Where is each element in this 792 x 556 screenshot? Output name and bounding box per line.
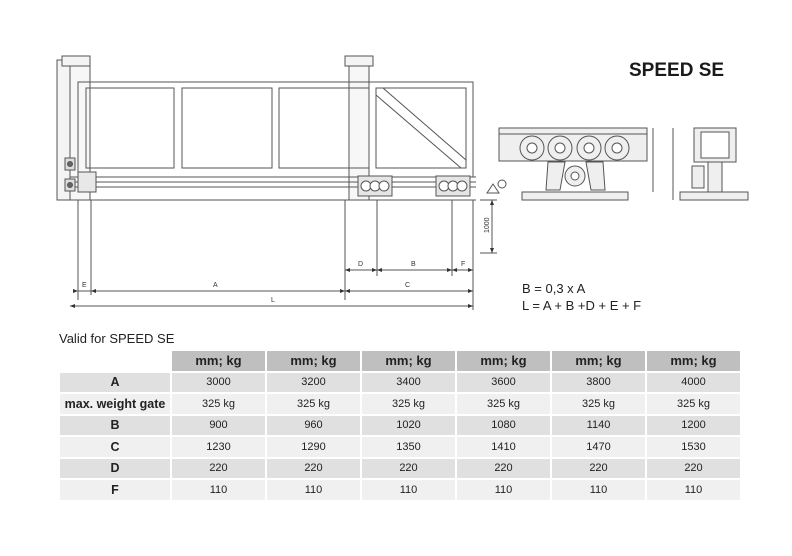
table-cell: 1350 (362, 437, 455, 457)
table-row: C 1230 1290 1350 1410 1470 1530 (60, 437, 740, 457)
row-label: D (60, 458, 170, 478)
carriage-front-view (498, 127, 654, 201)
row-label: B (60, 415, 170, 435)
table-cell: 220 (267, 458, 360, 478)
table-cell: 325 kg (552, 394, 645, 414)
dim-label-height: 1000 (484, 217, 491, 233)
table-header: mm; kg (552, 351, 645, 371)
dim-label-b: B (411, 261, 416, 268)
table-cell: 220 (172, 458, 265, 478)
row-label: C (60, 437, 170, 457)
dim-label-a: A (213, 282, 218, 289)
table-cell: 1470 (552, 437, 645, 457)
table-cell: 3400 (362, 372, 455, 392)
gate-panel-3 (278, 87, 370, 169)
table-row: B 900 960 1020 1080 1140 1200 (60, 415, 740, 435)
table-cell: 110 (457, 480, 550, 500)
gate-frame (77, 81, 474, 178)
table-header: mm; kg (647, 351, 740, 371)
table-header: mm; kg (362, 351, 455, 371)
table-cell: 325 kg (457, 394, 550, 414)
dim-label-d: D (358, 261, 363, 268)
table-header: mm; kg (457, 351, 550, 371)
gate-drawing: D B F E A C L 1000 (56, 55, 749, 310)
table-cell: 3000 (172, 372, 265, 392)
table-cell: 110 (362, 480, 455, 500)
dim-label-f: F (461, 261, 465, 268)
dim-label-l: L (271, 297, 275, 304)
table-cell: 325 kg (267, 394, 360, 414)
table-cell: 110 (647, 480, 740, 500)
table-cell: 1020 (362, 415, 455, 435)
carriage-side-view (672, 127, 749, 201)
table-cell: 110 (172, 480, 265, 500)
row-label: F (60, 480, 170, 500)
table-row: A 3000 3200 3400 3600 3800 4000 (60, 372, 740, 392)
table-cell: 1290 (267, 437, 360, 457)
formula-b: B = 0,3 x A (522, 281, 586, 296)
table-cell: 220 (457, 458, 550, 478)
table-cell: 325 kg (172, 394, 265, 414)
table-cell: 4000 (647, 372, 740, 392)
table-cell: 220 (552, 458, 645, 478)
page-title: SPEED SE (629, 60, 725, 81)
row-label: A (60, 372, 170, 392)
table-cell: 3600 (457, 372, 550, 392)
gate-panel-1 (85, 87, 175, 169)
table-cell: 3800 (552, 372, 645, 392)
table-header: mm; kg (172, 351, 265, 371)
table-cell: 220 (362, 458, 455, 478)
table-row: F 110 110 110 110 110 110 (60, 480, 740, 500)
table-cell: 110 (552, 480, 645, 500)
table-row: max. weight gate 325 kg 325 kg 325 kg 32… (60, 394, 740, 414)
table-cell: 900 (172, 415, 265, 435)
table-cell: 1230 (172, 437, 265, 457)
dim-label-e: E (82, 282, 87, 289)
table-cell: 1530 (647, 437, 740, 457)
middle-post-cap (344, 55, 374, 67)
dim-label-c: C (405, 282, 410, 289)
table-header: mm; kg (267, 351, 360, 371)
formula-l: L = A + B +D + E + F (522, 298, 642, 313)
table-cell: 3200 (267, 372, 360, 392)
table-cell: 960 (267, 415, 360, 435)
valid-label: Valid for SPEED SE (59, 331, 175, 346)
table-row: D 220 220 220 220 220 220 (60, 458, 740, 478)
table-header-row: mm; kg mm; kg mm; kg mm; kg mm; kg mm; k… (60, 351, 740, 371)
gate-panel-2 (181, 87, 273, 169)
table-cell: 1410 (457, 437, 550, 457)
table-cell: 1140 (552, 415, 645, 435)
table-cell: 110 (267, 480, 360, 500)
table-cell: 1200 (647, 415, 740, 435)
table-corner-cell (60, 351, 170, 371)
table-cell: 1080 (457, 415, 550, 435)
left-post-cap (61, 55, 91, 67)
table-cell: 325 kg (647, 394, 740, 414)
spec-table: mm; kg mm; kg mm; kg mm; kg mm; kg mm; k… (58, 349, 742, 502)
row-label: max. weight gate (60, 394, 170, 414)
gate-panel-4 (375, 87, 467, 169)
table-cell: 325 kg (362, 394, 455, 414)
table-cell: 220 (647, 458, 740, 478)
